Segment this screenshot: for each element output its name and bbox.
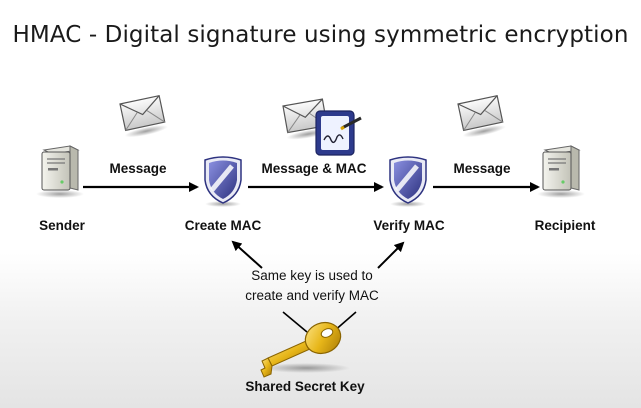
create-mac-shield-icon xyxy=(204,156,242,207)
create-mac-label: Create MAC xyxy=(185,218,262,233)
sender-computer-icon xyxy=(36,145,84,198)
line-key-left xyxy=(282,311,308,333)
envelope-icon xyxy=(119,94,168,138)
message-label-1: Message xyxy=(109,161,167,176)
envelope-icon xyxy=(457,94,506,138)
sender-label: Sender xyxy=(39,218,86,233)
recipient-computer-icon xyxy=(537,145,585,198)
key-icon xyxy=(260,321,350,378)
verify-mac-label: Verify MAC xyxy=(373,218,445,233)
signed-document-icon xyxy=(315,110,362,156)
recipient-label: Recipient xyxy=(535,218,596,233)
message-and-mac-label: Message & MAC xyxy=(261,161,366,176)
arrow-key-to-verify xyxy=(377,241,405,269)
note-line-1: Same key is used to xyxy=(251,268,373,283)
shared-secret-key-label: Shared Secret Key xyxy=(245,379,365,394)
arrow-key-to-create xyxy=(231,240,263,269)
note-line-2: create and verify MAC xyxy=(245,288,379,303)
page-title: HMAC - Digital signature using symmetric… xyxy=(12,22,629,48)
message-label-2: Message xyxy=(453,161,511,176)
verify-mac-shield-icon xyxy=(389,156,427,207)
